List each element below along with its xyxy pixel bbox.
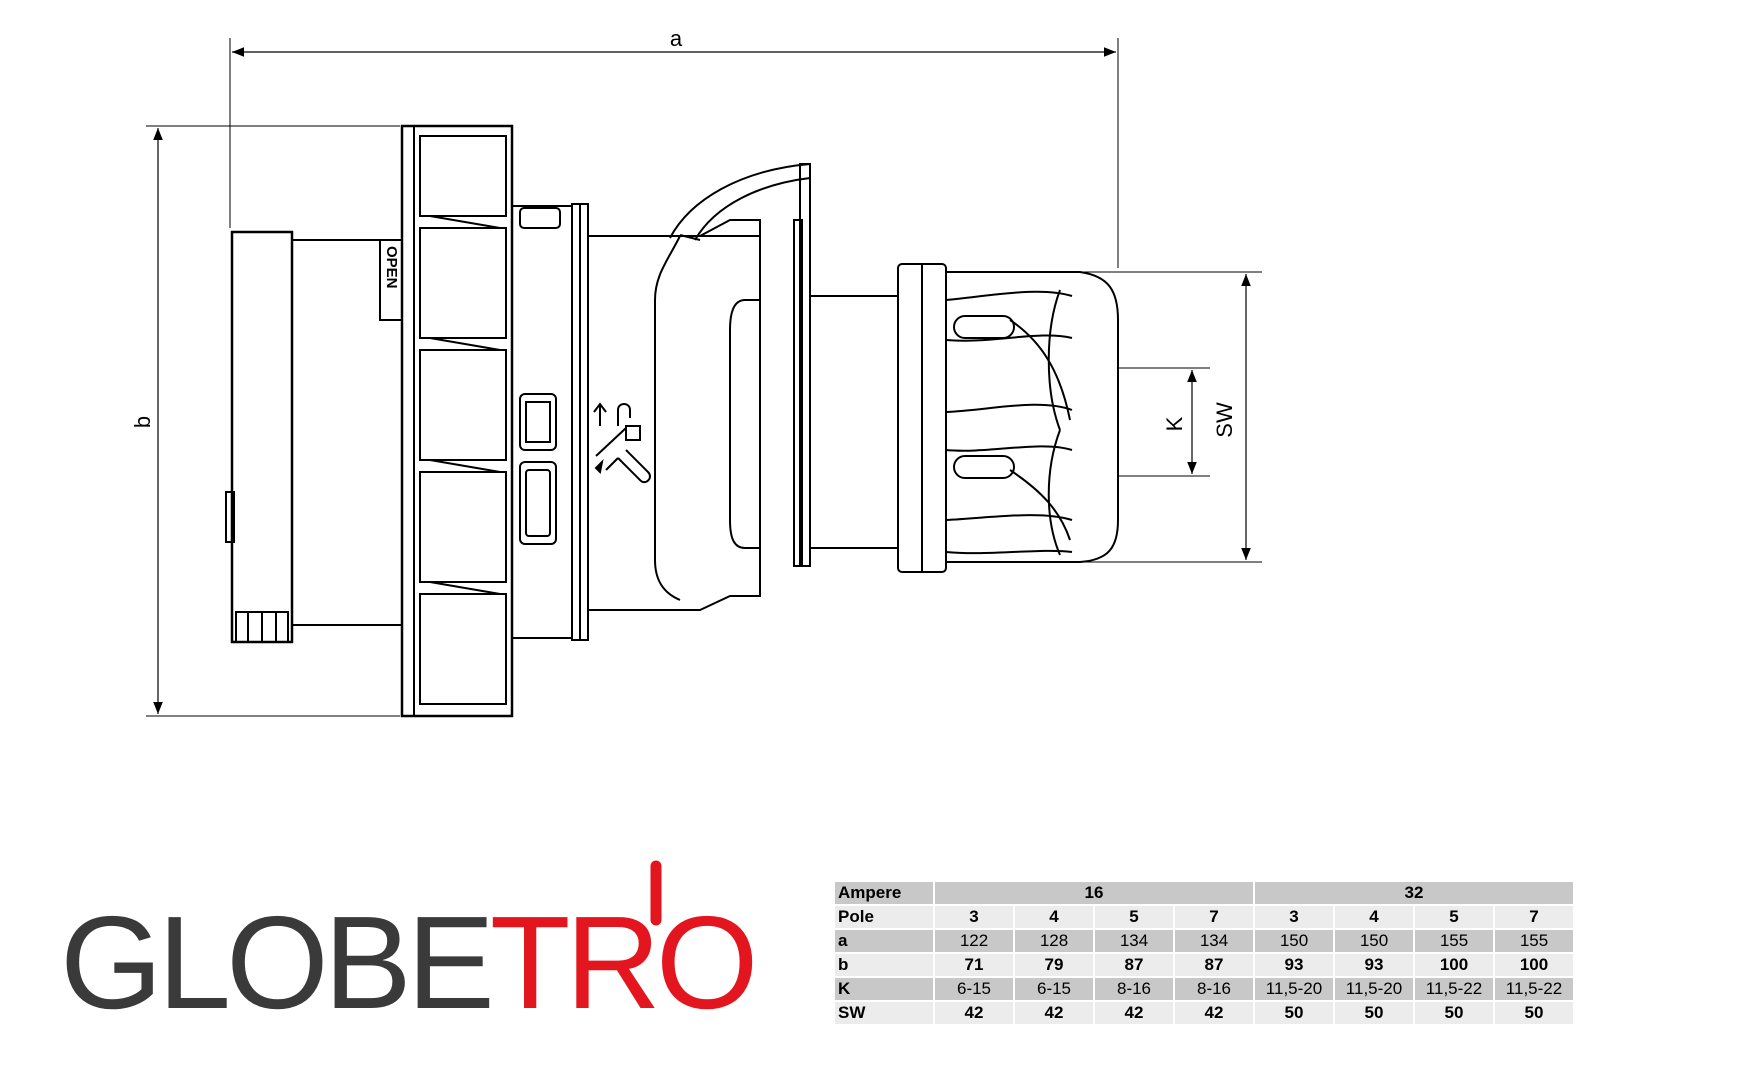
table-cell: 11,5-22 [1495, 978, 1573, 1000]
ampere-group-16: 16 [935, 882, 1253, 904]
row-label-b: b [835, 954, 933, 976]
table-cell: 11,5-22 [1415, 978, 1493, 1000]
table-cell: 50 [1335, 1002, 1413, 1024]
rear-plate-edge [793, 219, 803, 567]
locking-ring [511, 205, 573, 639]
table-cell: 6-15 [935, 978, 1013, 1000]
table-cell: 42 [935, 1002, 1013, 1024]
table-cell: 71 [935, 954, 1013, 976]
table-cell: 5 [1095, 906, 1173, 928]
lock-symbol [593, 402, 641, 441]
table-cell: 150 [1255, 930, 1333, 952]
table-cell: 100 [1495, 954, 1573, 976]
table-cell: 93 [1335, 954, 1413, 976]
gland-fingers [945, 289, 1073, 556]
table-cell: 11,5-20 [1335, 978, 1413, 1000]
table-cell: 50 [1415, 1002, 1493, 1024]
table-cell: 50 [1495, 1002, 1573, 1024]
table-cell: 79 [1015, 954, 1093, 976]
embossed-open-text: OPEN [383, 246, 400, 289]
svg-text:GLOBETRON: GLOBETRON [60, 889, 760, 1020]
row-label-k: K [835, 978, 933, 1000]
table-cell: 87 [1175, 954, 1253, 976]
table-cell: 42 [1095, 1002, 1173, 1024]
dimension-label-sw: SW [1212, 402, 1237, 438]
dimension-label-a: a [670, 26, 683, 51]
table-cell: 8-16 [1095, 978, 1173, 1000]
table-cell: 134 [1175, 930, 1253, 952]
flange-tab [225, 491, 235, 543]
row-label-sw: SW [835, 1002, 933, 1024]
spec-table: Ampere 16 32 Pole 3 4 5 7 3 4 5 7 a 122 … [833, 880, 1575, 1026]
table-row-a: a 122 128 134 134 150 150 155 155 [835, 930, 1573, 952]
table-cell: 3 [935, 906, 1013, 928]
table-cell: 93 [1255, 954, 1333, 976]
coupling-nut [400, 124, 514, 718]
row-label-a: a [835, 930, 933, 952]
table-row-ampere: Ampere 16 32 [835, 882, 1573, 904]
table-cell: 87 [1095, 954, 1173, 976]
cable-gland [946, 271, 1119, 563]
top-latch [669, 162, 811, 241]
table-row-k: K 6-15 6-15 8-16 8-16 11,5-20 11,5-20 11… [835, 978, 1573, 1000]
technical-drawing: OPEN a b K SW [130, 26, 1262, 718]
table-cell: 42 [1015, 1002, 1093, 1024]
screwdriver-symbol [594, 427, 651, 484]
tapered-housing [587, 219, 761, 611]
table-cell: 8-16 [1175, 978, 1253, 1000]
table-cell: 6-15 [1015, 978, 1093, 1000]
table-cell: 3 [1255, 906, 1333, 928]
table-cell: 42 [1175, 1002, 1253, 1024]
table-cell: 7 [1495, 906, 1573, 928]
dimension-label-k: K [1162, 416, 1187, 431]
logo-text-red: TRON [490, 889, 760, 1020]
table-cell: 5 [1415, 906, 1493, 928]
inlet-body [291, 239, 403, 626]
table-row-sw: SW 42 42 42 42 50 50 50 50 [835, 1002, 1573, 1024]
table-cell: 11,5-20 [1255, 978, 1333, 1000]
table-cell: 50 [1255, 1002, 1333, 1024]
logo-text-dark: GLOBE [60, 889, 490, 1020]
ampere-group-32: 32 [1255, 882, 1573, 904]
table-cell: 122 [935, 930, 1013, 952]
row-label-pole: Pole [835, 906, 933, 928]
table-cell: 155 [1415, 930, 1493, 952]
globetron-logo: GLOBETRON [60, 860, 760, 1020]
table-cell: 128 [1015, 930, 1093, 952]
extension-lines [146, 38, 1262, 717]
table-cell: 155 [1495, 930, 1573, 952]
table-cell: 4 [1335, 906, 1413, 928]
table-cell: 4 [1015, 906, 1093, 928]
back-flange [230, 230, 294, 644]
table-cell: 7 [1175, 906, 1253, 928]
table-cell: 100 [1415, 954, 1493, 976]
table-row-pole: Pole 3 4 5 7 3 4 5 7 [835, 906, 1573, 928]
dimension-label-b: b [130, 416, 155, 428]
table-cell: 134 [1095, 930, 1173, 952]
table-cell: 150 [1335, 930, 1413, 952]
table-row-b: b 71 79 87 87 93 93 100 100 [835, 954, 1573, 976]
row-label-ampere: Ampere [835, 882, 933, 904]
cable-stem [809, 295, 899, 549]
